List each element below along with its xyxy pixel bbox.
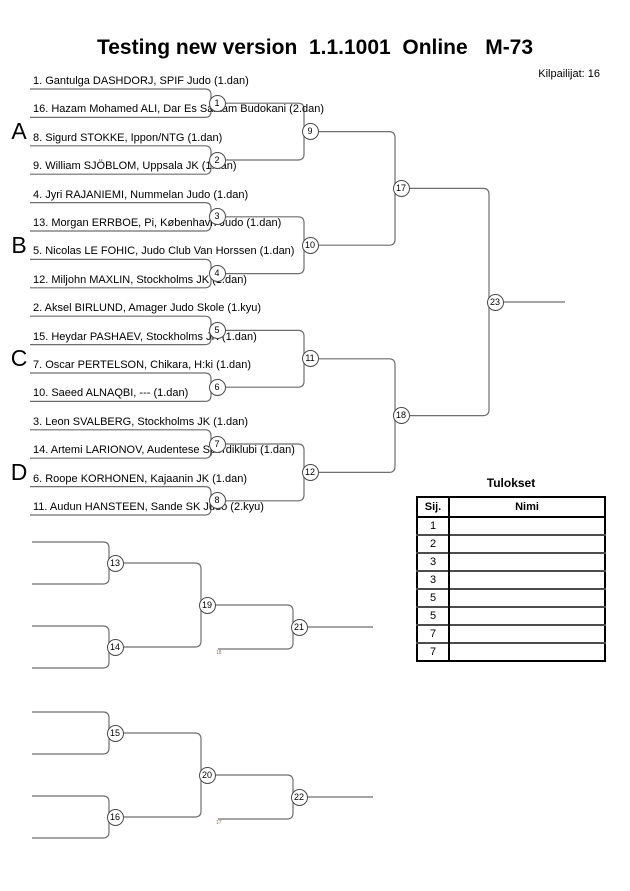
match-circle: 21 [290, 618, 308, 636]
result-place: 7 [417, 642, 450, 661]
result-place: 3 [417, 570, 450, 589]
group-label-d: D [10, 458, 28, 485]
match-circle: 22 [290, 788, 308, 806]
result-place: 3 [417, 552, 450, 571]
repechage-feed-label: 18 [216, 650, 222, 656]
result-name [449, 606, 605, 625]
match-circle: 9 [301, 123, 319, 141]
match-circle: 16 [106, 808, 124, 826]
player-entry: 10. Saeed ALNAQBI, --- (1.dan) [33, 387, 189, 400]
results-row: 3 [417, 552, 605, 571]
results-title: Tulokset [486, 476, 536, 490]
match-circle: 18 [392, 407, 410, 425]
match-circle: 14 [106, 638, 124, 656]
repechage-feed-label: 17 [216, 820, 222, 826]
group-label-b: B [11, 231, 27, 258]
match-circle: 15 [106, 724, 124, 742]
results-row: 1 [417, 516, 605, 535]
player-entry: 15. Heydar PASHAEV, Stockholms JK (1.dan… [33, 330, 257, 343]
match-circle: 10 [301, 236, 319, 254]
match-circle: 6 [208, 378, 226, 396]
match-circle: 13 [106, 554, 124, 572]
player-entry: 5. Nicolas LE FOHIC, Judo Club Van Horss… [33, 245, 295, 258]
match-circle: 19 [198, 596, 216, 614]
match-circle: 4 [208, 265, 226, 283]
match-circle: 8 [208, 492, 226, 510]
match-circle: 17 [392, 179, 410, 197]
player-entry: 8. Sigurd STOKKE, Ippon/NTG (1.dan) [33, 131, 223, 144]
result-place: 2 [417, 534, 450, 553]
result-name [449, 570, 605, 589]
results-header-name: Nimi [449, 497, 605, 518]
match-circle: 11 [301, 350, 319, 368]
group-label-c: C [10, 345, 28, 371]
result-name [449, 516, 605, 535]
match-circle: 2 [208, 151, 226, 169]
results-row: 7 [417, 624, 605, 643]
page-title: Testing new version 1.1.1001 Online M-73 [96, 36, 534, 59]
result-place: 5 [417, 588, 450, 607]
match-circle: 5 [208, 321, 226, 339]
result-place: 5 [417, 606, 450, 625]
results-row: 3 [417, 570, 605, 589]
player-entry: 4. Jyri RAJANIEMI, Nummelan Judo (1.dan) [33, 188, 249, 201]
results-row: 5 [417, 606, 605, 625]
results-panel: Tulokset Sij. Nimi 1 2 3 [416, 476, 606, 662]
results-table: Sij. Nimi 1 2 3 3 [416, 496, 606, 662]
match-circle: 20 [198, 766, 216, 784]
result-place: 7 [417, 624, 450, 643]
player-entry: 1. Gantulga DASHDORJ, SPIF Judo (1.dan) [33, 75, 249, 87]
match-circle: 7 [208, 435, 226, 453]
match-circle: 1 [208, 94, 226, 112]
result-name [449, 588, 605, 607]
match-circle: 12 [301, 463, 319, 481]
player-entry: 2. Aksel BIRLUND, Amager Judo Skole (1.k… [33, 302, 262, 315]
result-place: 1 [417, 516, 450, 535]
match-circle: 23 [486, 293, 504, 311]
results-header-place: Sij. [417, 497, 450, 518]
results-row: 5 [417, 588, 605, 607]
result-name [449, 552, 605, 571]
player-entry: 7. Oscar PERTELSON, Chikara, H:ki (1.dan… [33, 359, 252, 371]
player-entry: 6. Roope KORHONEN, Kajaanin JK (1.dan) [33, 472, 247, 485]
player-entry: 9. William SJÖBLOM, Uppsala JK (1.dan) [33, 160, 237, 173]
player-entry: 3. Leon SVALBERG, Stockholms JK (1.dan) [33, 415, 249, 428]
results-row: 7 [417, 642, 605, 661]
player-entry: 16. Hazam Mohamed ALI, Dar Es Salaam Bud… [33, 103, 325, 116]
participants-count: Kilpailijat: 16 [538, 68, 600, 80]
result-name [449, 624, 605, 643]
result-name [449, 642, 605, 661]
results-row: 2 [417, 534, 605, 553]
match-circle: 3 [208, 208, 226, 226]
result-name [449, 534, 605, 553]
player-entry: 14. Artemi LARIONOV, Audentese Spordiklu… [33, 444, 295, 457]
group-label-a: A [11, 118, 27, 144]
player-entry: 13. Morgan ERRBOE, Pi, København Judo (1… [33, 217, 282, 229]
player-entry: 11. Audun HANSTEEN, Sande SK Judo (2.kyu… [33, 501, 264, 513]
